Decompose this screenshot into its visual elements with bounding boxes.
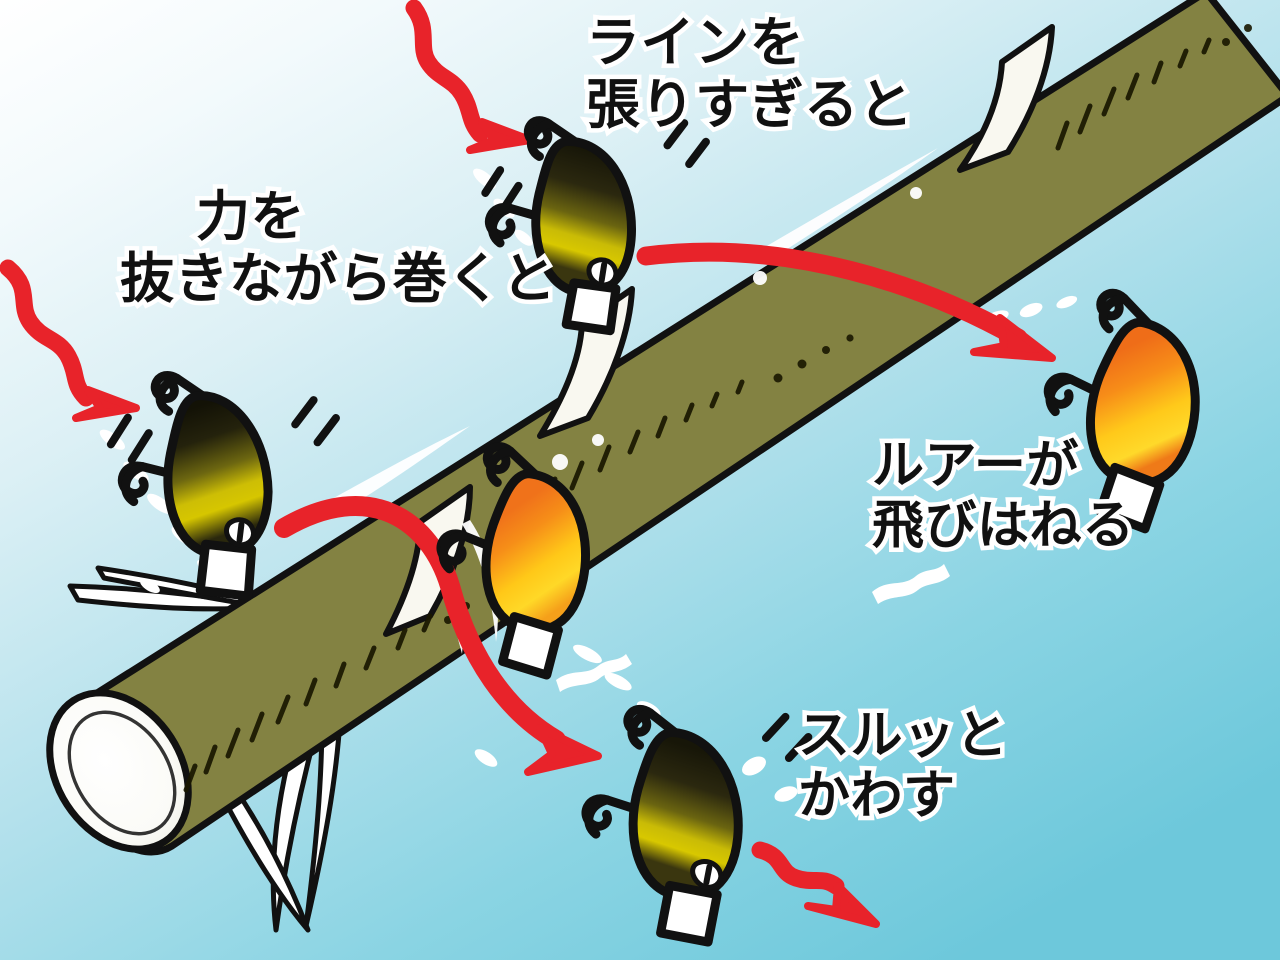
lure-right-orange [1043,288,1200,534]
lure-eye [224,517,257,548]
arrow-wavy-top [405,0,534,154]
lure-left-dark [106,371,340,601]
bamboo-cut-end [46,689,192,853]
lure-hooks [581,704,687,839]
lure-impact-marks [106,396,340,464]
lure-top-dark [481,116,710,336]
lure-eye [690,859,724,890]
lure-impact-marks [761,712,813,763]
lure-center-orange [436,442,591,680]
lure-lip [498,612,563,680]
lure-impact-marks [481,119,710,213]
red-arrows [0,0,1056,928]
lure-lip [656,880,722,947]
lure-lip [1095,462,1165,534]
arrow-curve-top [636,242,1056,362]
lure-eye [586,257,619,288]
arrow-wavy-left [0,259,140,422]
arrow-curve-bottom [274,496,602,776]
arrow-wavy-bottom [751,841,880,928]
lure-hooks [117,371,215,507]
lure-lip [195,539,257,601]
bamboo-node-band-3 [957,24,1055,173]
bamboo-obstacle [46,0,1280,933]
lure-lip [561,278,621,336]
lure-bottom-dark [581,704,813,947]
bamboo-texture-dots [444,24,1252,624]
